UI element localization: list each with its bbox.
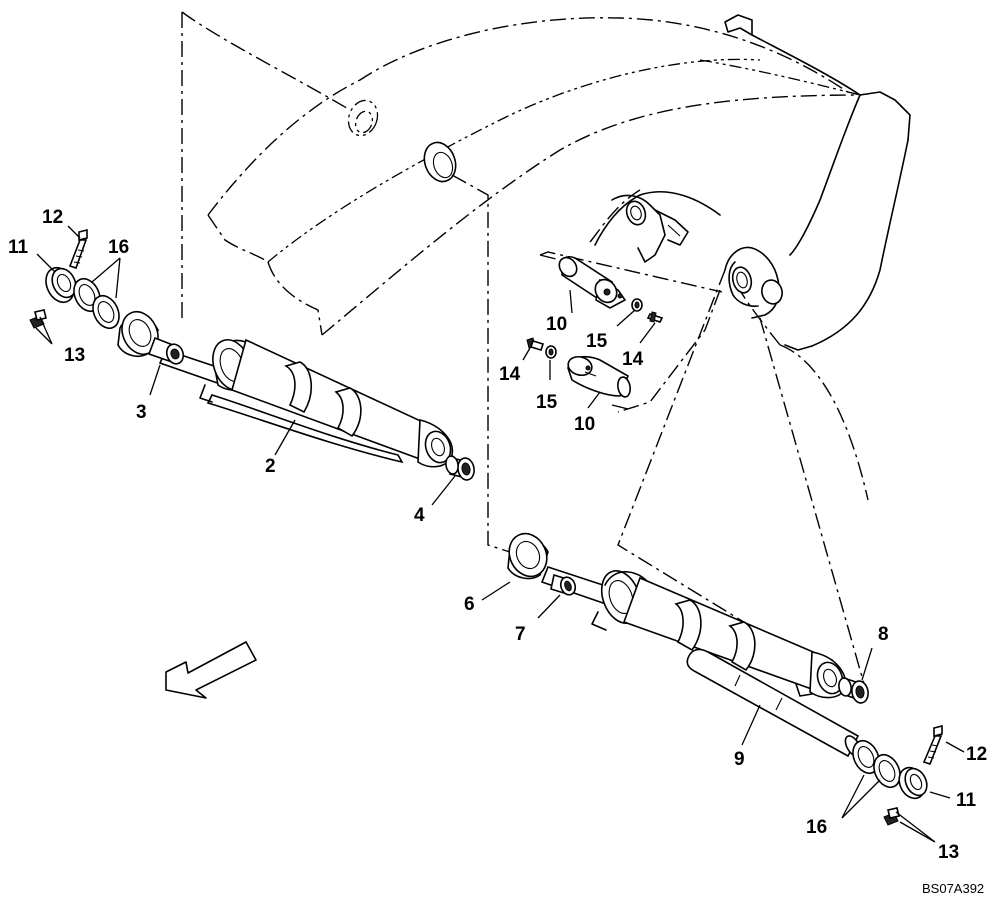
reference-code: BS07A392 xyxy=(922,881,984,896)
callout-9: 9 xyxy=(734,749,745,770)
left-cylinder xyxy=(158,338,454,468)
item-3-bushing xyxy=(117,311,185,365)
center-pins xyxy=(526,256,664,398)
boom-phantom-outline xyxy=(207,17,861,336)
callout-7: 7 xyxy=(515,624,526,645)
callout-12-left: 12 xyxy=(42,207,63,228)
callout-16-left: 16 xyxy=(108,237,129,258)
callout-4: 4 xyxy=(414,505,425,526)
callout-16-right: 16 xyxy=(806,817,827,838)
left-pin-hardware xyxy=(29,228,120,330)
callout-6: 6 xyxy=(464,594,475,615)
callout-13-left: 13 xyxy=(64,345,85,366)
callout-10-upper: 10 xyxy=(546,314,567,335)
callout-11-left: 11 xyxy=(8,237,29,258)
right-cylinder xyxy=(507,532,847,699)
callout-14-lower: 14 xyxy=(499,364,521,385)
callout-15-upper: 15 xyxy=(586,331,608,352)
callout-11-right: 11 xyxy=(956,790,977,811)
callout-10-lower: 10 xyxy=(574,414,595,435)
leader-lines xyxy=(35,225,965,843)
item-4-bushing xyxy=(445,455,475,481)
right-pin-hardware xyxy=(852,724,943,826)
callout-14-upper: 14 xyxy=(622,349,644,370)
alignment-lines xyxy=(181,11,869,699)
callout-8: 8 xyxy=(878,624,889,645)
callout-3: 3 xyxy=(136,402,147,423)
callout-13-right: 13 xyxy=(938,842,959,863)
callout-labels: 12 11 16 13 3 2 4 10 15 14 14 15 10 6 7 … xyxy=(8,207,987,863)
direction-arrow xyxy=(165,641,257,699)
boom-pin-boss xyxy=(423,141,457,183)
callout-12-right: 12 xyxy=(966,744,987,765)
item-8-bushing xyxy=(838,676,869,704)
boom-tip-structure xyxy=(594,14,911,351)
callout-2: 2 xyxy=(265,456,276,477)
callout-15-lower: 15 xyxy=(536,392,558,413)
